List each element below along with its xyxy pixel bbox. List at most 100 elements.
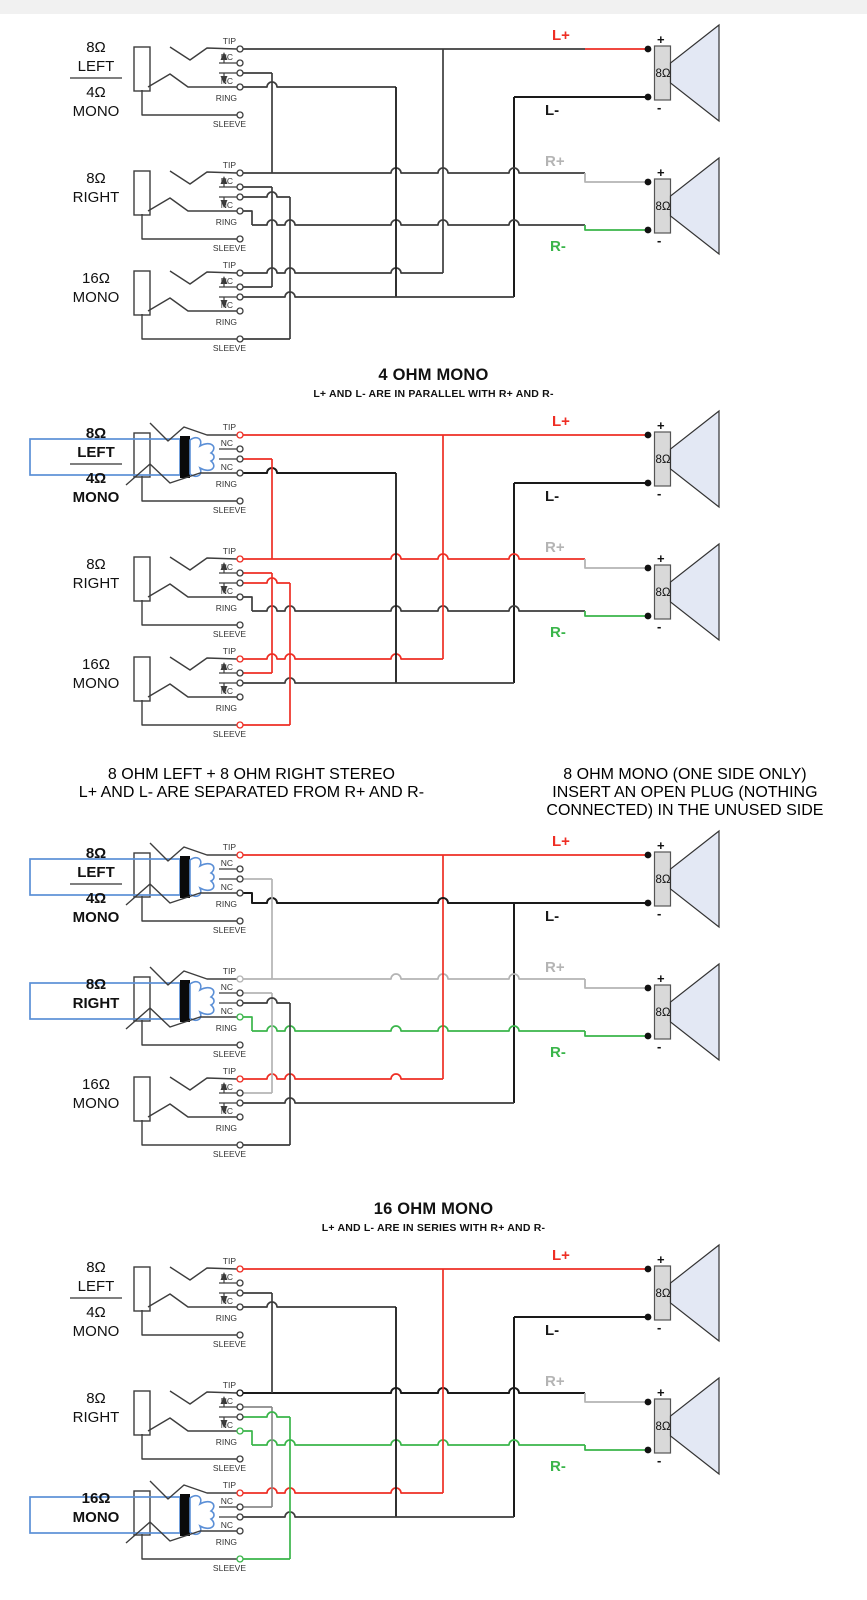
terminal	[236, 1265, 244, 1273]
tip-spring	[149, 842, 237, 862]
wire-r-plus-left	[243, 553, 585, 560]
label: LEFT	[77, 444, 115, 461]
terminal	[236, 1303, 244, 1311]
nc-arrow-up-head	[220, 662, 228, 670]
wire-mono-nc2	[243, 291, 514, 298]
label: LEFT	[78, 1278, 115, 1295]
jack-bushing	[133, 556, 151, 602]
section-title: 8 OHM MONO (ONE SIDE ONLY)	[563, 766, 807, 783]
plus-label: +	[657, 838, 665, 853]
wire-r-minus-left	[252, 605, 585, 612]
terminal	[236, 431, 244, 439]
speaker-terminal-plus	[644, 851, 652, 859]
pin-label-nc1: NC	[221, 1272, 233, 1282]
tip-spring	[169, 556, 238, 571]
pin-label-tip: TIP	[223, 842, 237, 852]
terminal	[236, 193, 244, 201]
nc-arrow-up-head	[220, 1396, 228, 1404]
terminal	[236, 445, 244, 453]
wire-left-ring-to-lminus	[243, 892, 514, 904]
plus-label: +	[657, 418, 665, 433]
section-title: 4 OHM MONO	[378, 366, 489, 384]
terminal	[236, 875, 244, 883]
nc-arrow-down-head	[220, 586, 228, 594]
pin-label-nc2: NC	[221, 1296, 233, 1306]
pin-label-nc1: NC	[221, 276, 233, 286]
label-l-minus: L-	[545, 1322, 559, 1339]
terminal	[236, 851, 244, 859]
sleeve-path	[141, 1020, 237, 1046]
pin-label-ring: RING	[216, 899, 237, 909]
minus-label: -	[657, 906, 661, 921]
impedance-label: 8Ω	[656, 1288, 671, 1300]
label: 8Ω	[86, 1390, 106, 1407]
plus-label: +	[657, 1385, 665, 1400]
terminal	[236, 497, 244, 505]
tip-spring	[149, 422, 237, 442]
speaker-terminal-plus	[644, 1265, 652, 1273]
nc-arrow-up-head	[220, 52, 228, 60]
label: MONO	[73, 489, 120, 506]
top-bar	[0, 0, 867, 14]
label-l-plus: L+	[552, 1247, 570, 1264]
speaker-bottom: +-8Ω	[644, 156, 720, 256]
section-header: 4 OHM MONO L+ AND L- ARE IN PARALLEL WIT…	[0, 354, 867, 400]
tip-spring	[169, 656, 238, 671]
nc-arrow-down-head	[220, 200, 228, 208]
label: MONO	[73, 1095, 120, 1112]
pin-label-nc2: NC	[221, 1520, 233, 1530]
ring-spring	[147, 1293, 237, 1308]
plus-label: +	[657, 971, 665, 986]
terminal	[236, 669, 244, 677]
terminal	[236, 207, 244, 215]
speaker-terminal-minus	[644, 93, 652, 101]
speaker-cone	[669, 829, 720, 929]
tip-spring	[169, 46, 238, 61]
label: 4Ω	[86, 1304, 106, 1321]
plug-insulator-band	[180, 436, 190, 478]
speaker-bottom: +-8Ω	[644, 542, 720, 642]
terminal	[236, 111, 244, 119]
plug-insulator-band	[180, 1494, 190, 1536]
pin-label-ring: RING	[216, 703, 237, 713]
minus-label: -	[657, 1453, 661, 1468]
pin-label-nc2: NC	[221, 882, 233, 892]
impedance-label: 8Ω	[656, 201, 671, 213]
nc-arrow-down-head	[220, 300, 228, 308]
label-r-minus: R-	[550, 1458, 566, 1475]
tip-spring	[149, 966, 237, 986]
speaker-cone	[669, 23, 720, 123]
pin-label-nc1: NC	[221, 1396, 233, 1406]
label: 4Ω	[86, 470, 106, 487]
label: 8Ω	[86, 845, 106, 862]
terminal	[236, 1013, 244, 1021]
plug-tip	[189, 437, 215, 477]
minus-label: -	[657, 1320, 661, 1335]
speaker-terminal-plus	[644, 178, 652, 186]
wire-r-minus-elbow	[243, 1430, 253, 1445]
pin-label-sleeve: SLEEVE	[213, 505, 246, 515]
sleeve-path	[141, 314, 237, 340]
section-title: 16 OHM MONO	[373, 1200, 494, 1218]
minus-label: -	[657, 100, 661, 115]
plug-tip	[189, 1495, 215, 1535]
terminal	[236, 293, 244, 301]
terminal	[236, 679, 244, 687]
plug-tip	[189, 857, 215, 897]
ring-spring	[147, 583, 237, 598]
section-subtitle: L+ AND L- ARE SEPARATED FROM R+ AND R-	[78, 784, 425, 801]
label: 8Ω	[86, 39, 106, 56]
minus-label: -	[657, 619, 661, 634]
jack-bushing	[133, 1390, 151, 1436]
label: RIGHT	[73, 189, 120, 206]
pin-label-tip: TIP	[223, 1066, 237, 1076]
sleeve-path	[141, 1534, 237, 1560]
pin-label-tip: TIP	[223, 646, 237, 656]
